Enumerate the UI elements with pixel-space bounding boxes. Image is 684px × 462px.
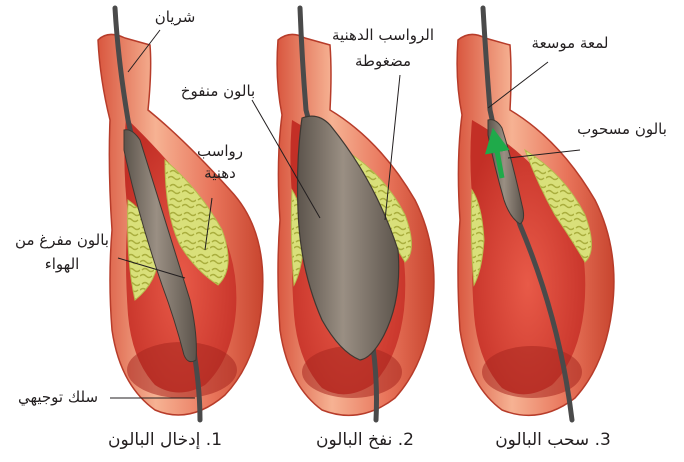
- label-withdrawn-balloon: بالون مسحوب: [570, 120, 674, 139]
- step-text: إدخال البالون: [108, 430, 200, 450]
- step-caption-1: 1. إدخال البالون: [90, 430, 240, 450]
- artery-opening: [127, 342, 237, 398]
- step-text: سحب البالون: [495, 430, 589, 450]
- label-compressed-plaque: الرواسب الدهنية مضغوطة: [318, 22, 448, 74]
- step-caption-2: 2. نفخ البالون: [290, 430, 440, 450]
- step-number: 1.: [206, 430, 222, 450]
- step-caption-3: 3. سحب البالون: [478, 430, 628, 450]
- step-number: 3.: [595, 430, 611, 450]
- step-text: نفخ البالون: [316, 430, 392, 450]
- label-inflated-balloon: بالون منفوخ: [168, 82, 268, 101]
- artery-panel-1: [98, 8, 263, 420]
- step-number: 2.: [398, 430, 414, 450]
- label-artery: شريان: [145, 8, 205, 27]
- label-plaque: رواسب دهنية: [196, 140, 244, 184]
- artery-panel-3: [457, 8, 614, 420]
- label-deflated-balloon: بالون مفرغ من الهواء: [6, 228, 118, 276]
- label-guide-wire: سلك توجيهي: [4, 388, 112, 407]
- label-widened-lumen: لمعة موسعة: [520, 34, 620, 53]
